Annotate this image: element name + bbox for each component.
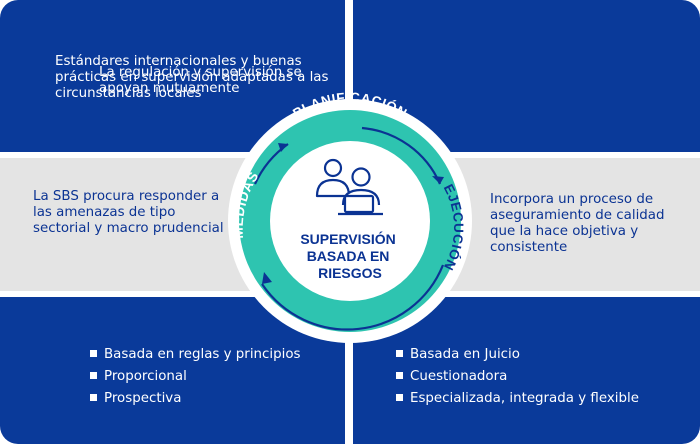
list-item: Especializada, integrada y flexible <box>396 388 639 410</box>
arrow-execution-to-measures <box>261 264 445 331</box>
bullet-square-icon <box>396 372 403 379</box>
list-item: Basada en reglas y principios <box>90 344 301 366</box>
list-item: Cuestionadora <box>396 366 639 388</box>
arrow-head-icon <box>278 143 288 152</box>
principles-list-right: Basada en Juicio Cuestionadora Especiali… <box>396 344 639 410</box>
bullet-square-icon <box>396 350 403 357</box>
top-left-text: Estándares internacionales y buenas prác… <box>55 54 329 101</box>
center-title: SUPERVISIÓN BASADA EN RIESGOS <box>300 230 399 281</box>
bullet-square-icon <box>90 372 97 379</box>
middle-right-text: Incorpora un proceso de aseguramiento de… <box>490 192 665 255</box>
list-item: Prospectiva <box>90 388 301 410</box>
bullet-square-icon <box>396 394 403 401</box>
list-item: Proporcional <box>90 366 301 388</box>
arrow-head-icon <box>432 176 444 184</box>
arrow-head-icon <box>262 272 272 284</box>
two-people-laptop-icon <box>315 158 383 216</box>
list-item: Basada en Juicio <box>396 344 639 366</box>
bullet-square-icon <box>90 394 97 401</box>
principles-list-left: Basada en reglas y principios Proporcion… <box>90 344 301 410</box>
inner-white-disc <box>270 141 430 301</box>
bullet-square-icon <box>90 350 97 357</box>
arrow-planning-to-execution <box>361 126 442 185</box>
middle-left-text: La SBS procura responder a las amenazas … <box>33 189 224 236</box>
top-right-text: La regulación y supervisión se apoyan mu… <box>99 65 302 96</box>
